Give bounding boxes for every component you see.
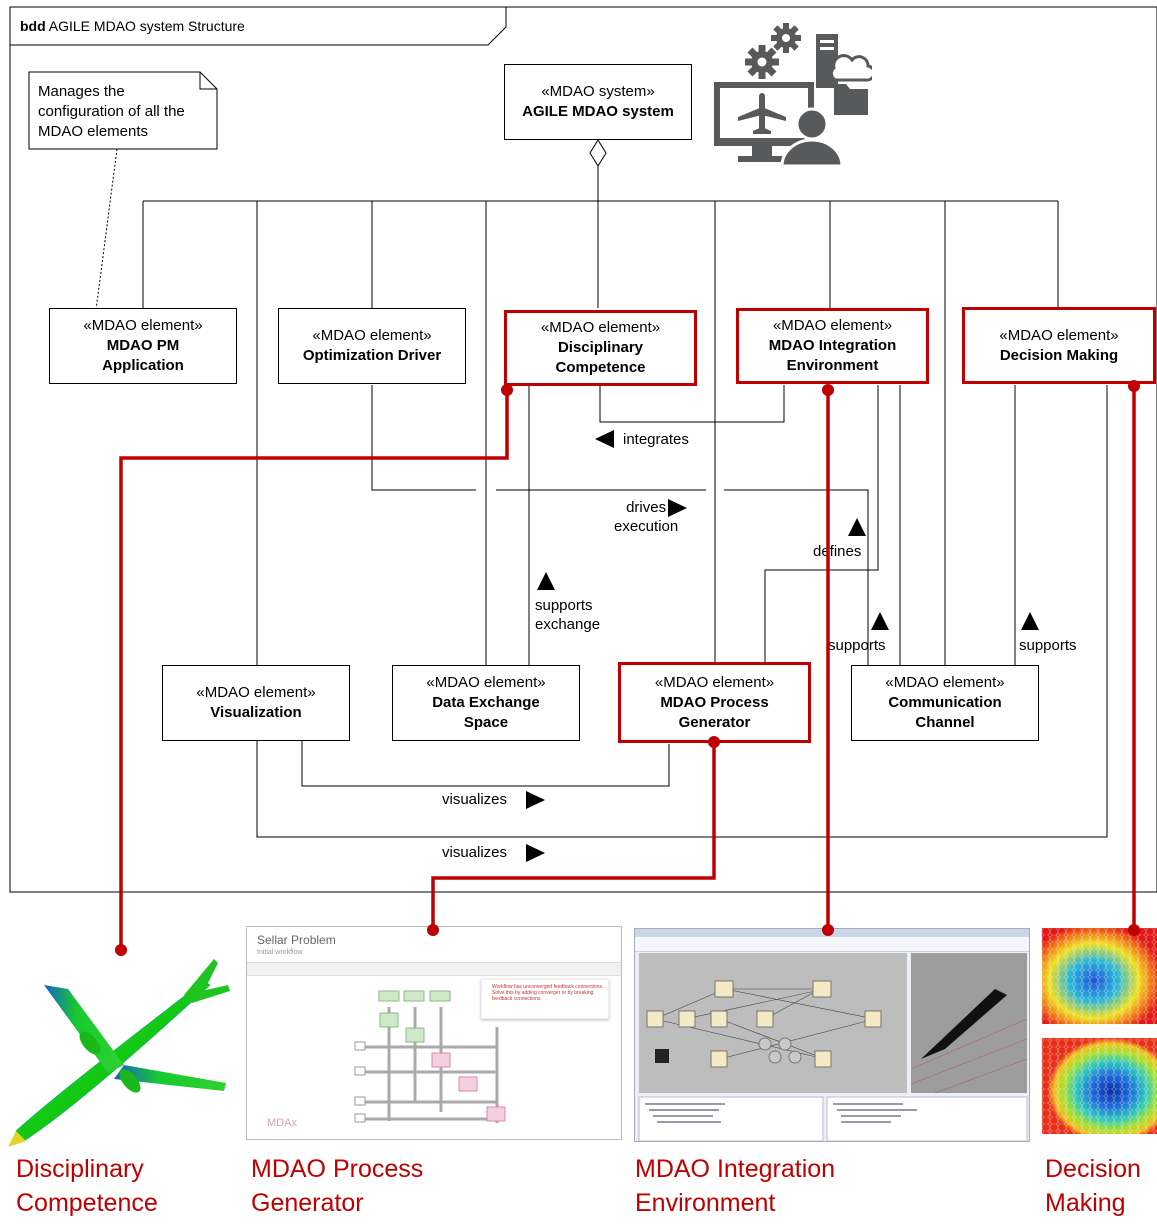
element-name: Optimization Driver [302,347,442,364]
element-communication-channel[interactable]: «MDAO element» Communication Channel [851,665,1039,741]
element-stereotype: «MDAO element» [885,674,1005,691]
label-visualizes-2: visualizes [442,844,508,861]
system-block[interactable]: «MDAO system» AGILE MDAO system [504,64,692,140]
label-defines: defines [813,543,862,560]
element-stereotype: «MDAO element» [540,319,661,336]
element-name: MDAO Process Generator [660,693,769,731]
element-optimization-driver[interactable]: «MDAO element» Optimization Driver [278,308,466,384]
decision-heatmaps [1042,928,1157,1134]
note-box [28,71,218,150]
element-name: MDAO PM Application [102,337,184,374]
label-drives-execution: drives execution [614,499,679,535]
frame-title-tab [10,7,507,46]
label-supports-2: supports [1019,637,1077,654]
note-text: Manages the configuration of all the MDA… [38,83,185,140]
mdax-logo: MDAx [267,1117,297,1129]
element-disciplinary-competence[interactable]: «MDAO element» Disciplinary Competence [504,310,697,386]
caption-integration-environment: MDAO Integration Environment [635,1155,836,1217]
element-stereotype: «MDAO element» [426,674,546,691]
element-name: Decision Making [999,346,1119,364]
element-name: Visualization [210,704,302,721]
caption-disciplinary-competence: Disciplinary Competence [16,1155,158,1217]
ie-toolbar [635,937,1029,952]
ie-graph [638,980,1028,1141]
caption-process-generator: MDAO Process Generator [251,1155,424,1217]
element-name: Communication Channel [888,694,1002,731]
caption-decision-making: Decision Making [1045,1155,1141,1217]
integration-environment-screenshot [634,928,1030,1142]
element-pm-application[interactable]: «MDAO element» MDAO PM Application [49,308,237,384]
frame-keyword: bdd [20,18,46,34]
mdax-title: Sellar Problem [257,933,336,947]
mdax-warning-text: Workflow has unconverged feedback connec… [492,984,604,1002]
label-supports-1: supports [828,637,886,654]
frame-title: bdd AGILE MDAO system Structure [20,18,245,34]
mdax-screenshot: Sellar Problem Initial workflow Workflow… [246,926,622,1140]
element-stereotype: «MDAO element» [654,673,775,691]
mdax-toolbar [247,962,621,976]
element-name: Data Exchange Space [432,694,540,731]
label-visualizes-1: visualizes [442,791,508,808]
frame-name: AGILE MDAO system Structure [48,18,245,34]
system-name: AGILE MDAO system [522,103,674,120]
aircraft-model-image [8,959,230,1147]
mdax-workflow-graph [354,990,506,1123]
element-decision-making[interactable]: «MDAO element» Decision Making [962,307,1156,384]
element-visualization[interactable]: «MDAO element» Visualization [162,665,350,741]
element-stereotype: «MDAO element» [312,327,432,344]
note-anchor [95,148,118,311]
element-stereotype: «MDAO element» [999,326,1119,344]
element-stereotype: «MDAO element» [196,684,316,701]
mdax-warning: Workflow has unconverged feedback connec… [481,979,609,1019]
system-stereotype: «MDAO system» [541,83,655,100]
label-integrates: integrates [623,431,689,448]
element-name: Disciplinary Competence [555,339,646,376]
element-data-exchange-space[interactable]: «MDAO element» Data Exchange Space [392,665,580,741]
note-corner [199,72,217,90]
bdd-frame [9,6,1157,893]
element-stereotype: «MDAO element» [83,317,203,334]
element-stereotype: «MDAO element» [772,317,893,334]
computer-user-gears-icon [714,23,872,166]
element-name: MDAO Integration Environment [768,337,897,374]
label-supports-exchange: supports exchange [535,597,601,633]
mdax-subtitle: Initial workflow [257,949,303,956]
element-integration-environment[interactable]: «MDAO element» MDAO Integration Environm… [736,308,929,384]
